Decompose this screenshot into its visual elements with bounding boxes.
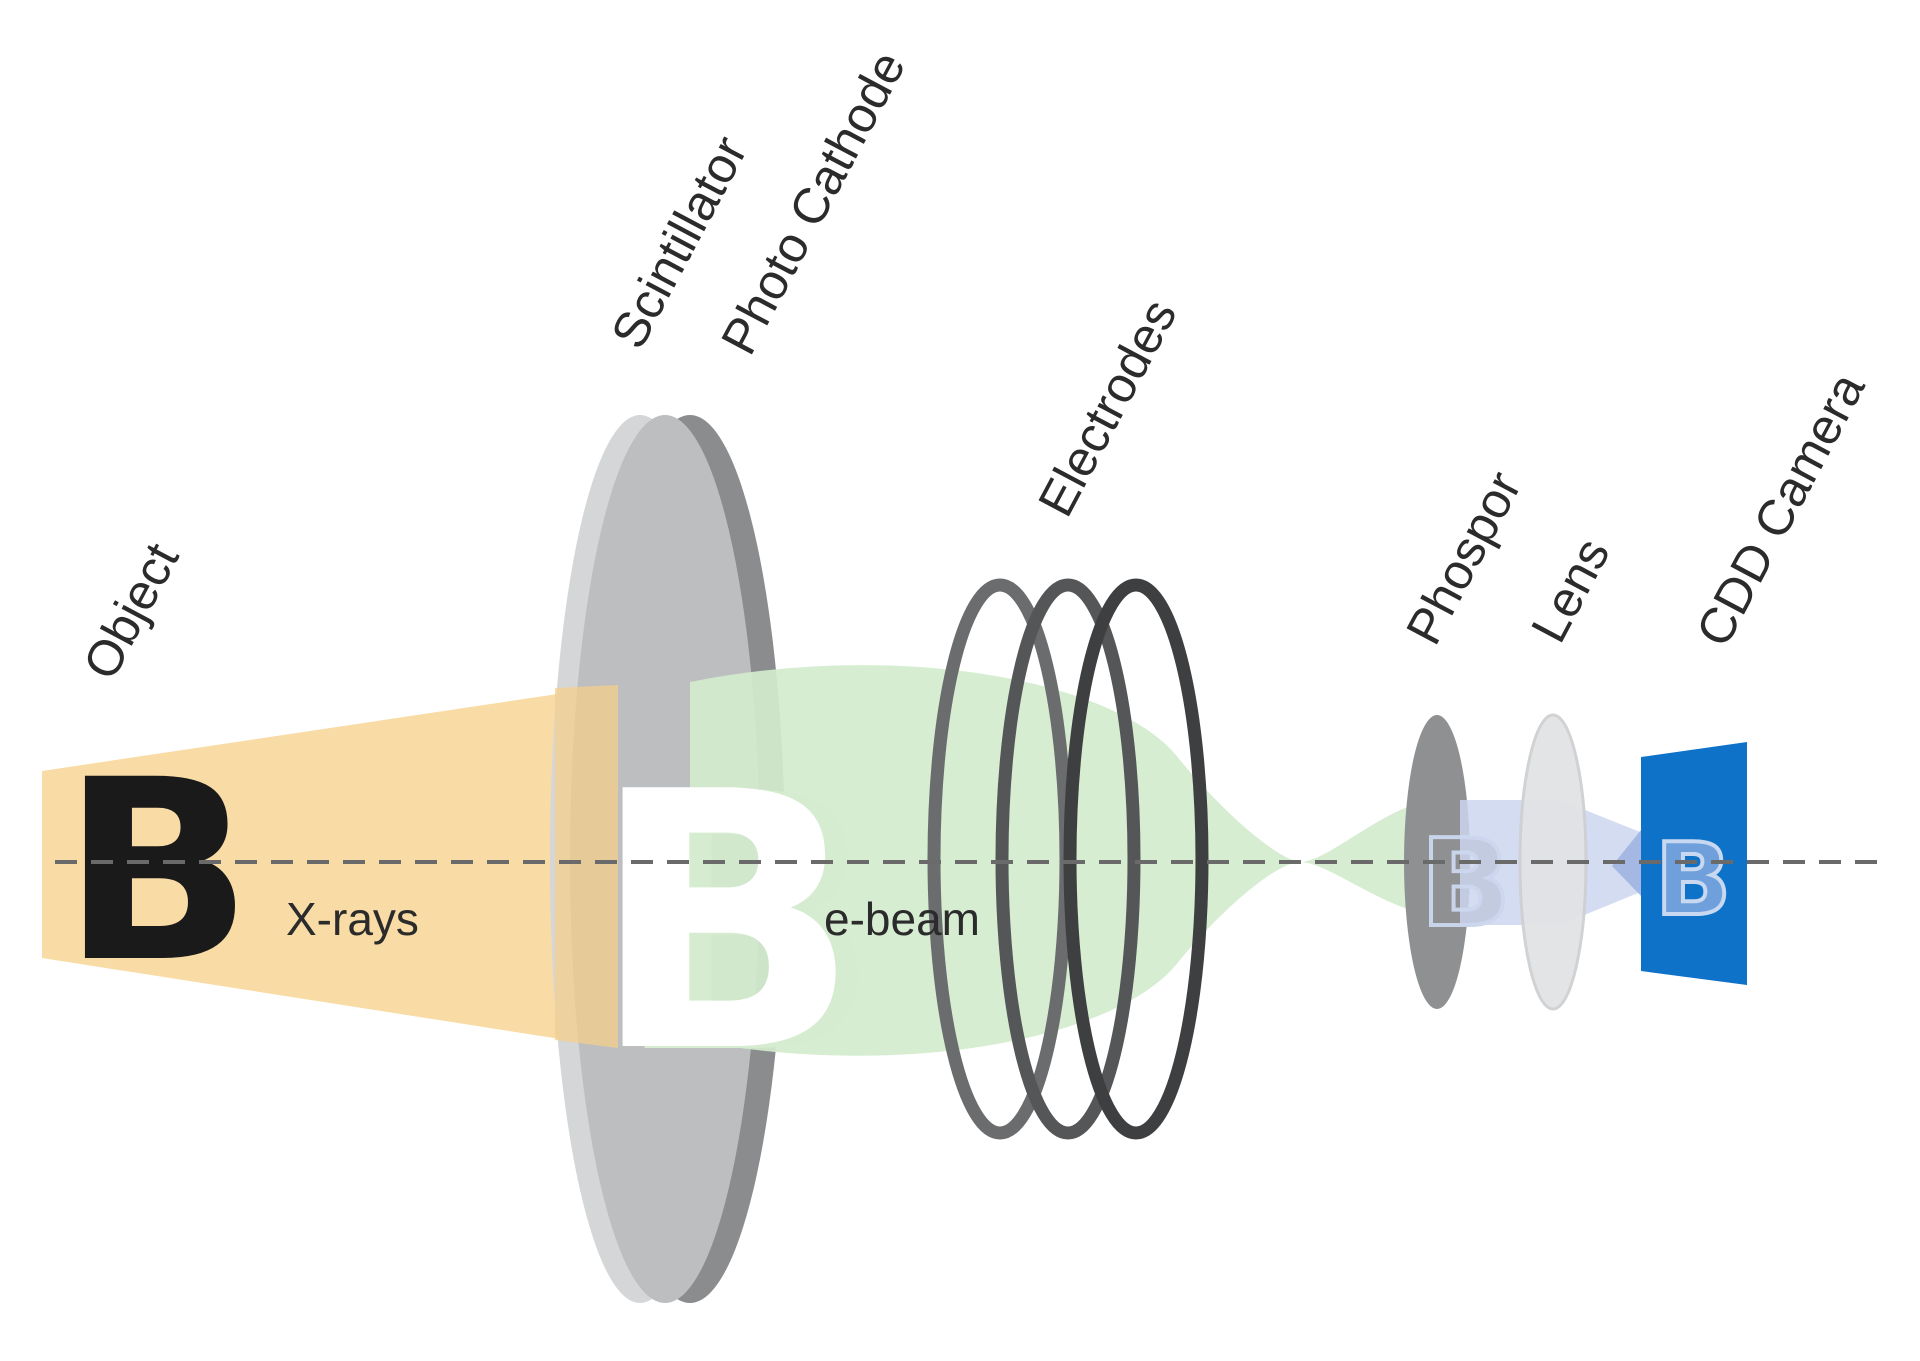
cdd-camera-label: CDD Camera (1685, 364, 1875, 655)
electrode-ring (1063, 578, 1209, 1140)
xray-beam-on-scintillator (555, 685, 618, 1048)
object-label: Object (72, 534, 189, 688)
ebeam-label: e-beam (824, 893, 980, 945)
object-letter: B (62, 726, 253, 1017)
lens-label: Lens (1520, 529, 1620, 651)
phospor-label: Phospor (1395, 462, 1532, 653)
xray-beam (42, 685, 618, 1048)
photo-cathode-face (570, 415, 760, 1303)
photo-cathode-label: Photo Cathode (710, 42, 916, 363)
electrodes-label: Electrodes (1027, 290, 1187, 525)
electrode-ring (995, 578, 1141, 1140)
electrodes (927, 578, 1209, 1140)
scintillator-letter-bright: B (590, 716, 861, 1130)
camera-light-cone (1612, 830, 1641, 896)
scintillator-letter: B (612, 718, 883, 1132)
camera-letter: B (1655, 821, 1731, 938)
xrays-label: X-rays (286, 893, 419, 945)
